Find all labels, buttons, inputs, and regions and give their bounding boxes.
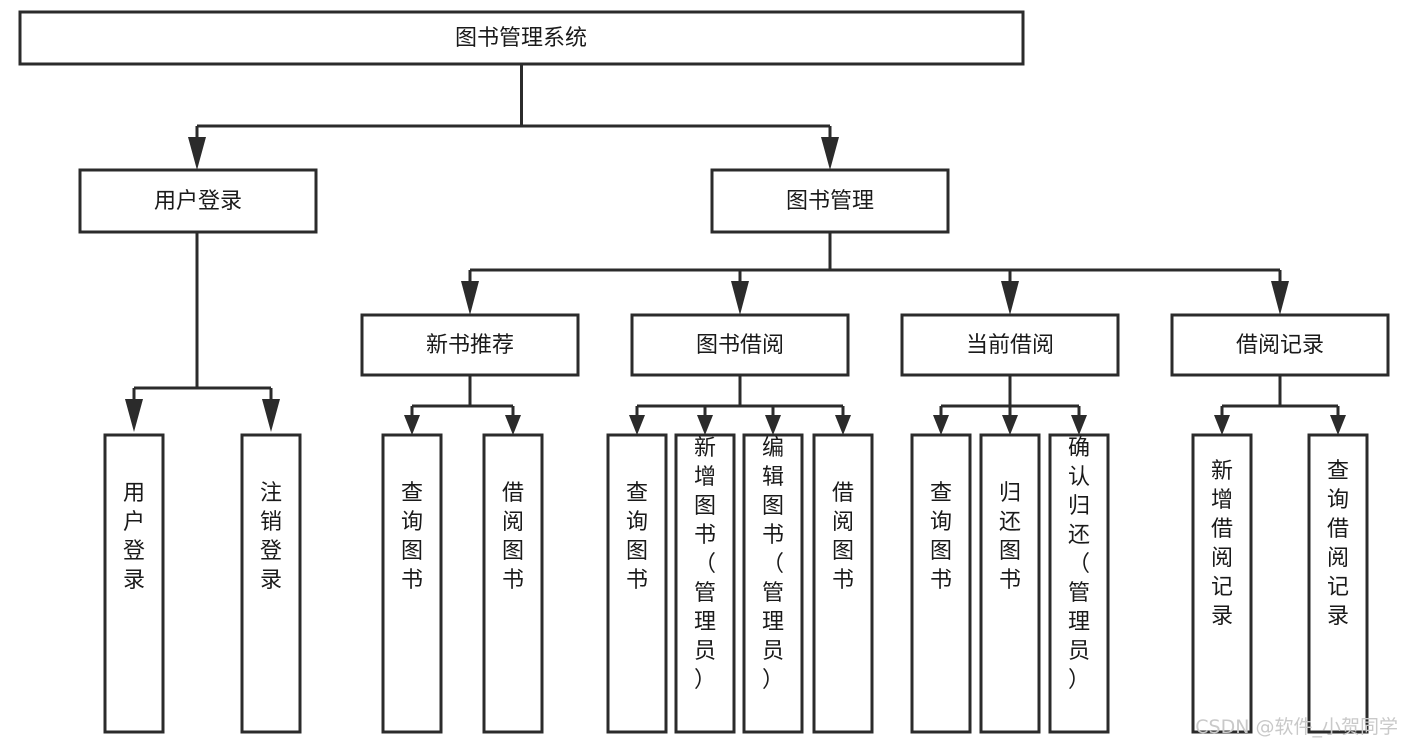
- arrow-head-cb-leaf-3: [1071, 415, 1087, 435]
- node-leaf-nb-query-book-box[interactable]: [381, 433, 443, 734]
- arrow-head-br-leaf-1: [1214, 415, 1230, 435]
- node-leaf-nb-borrow-book-label: 借阅图书: [502, 481, 524, 593]
- node-book-borrow-label: 图书借阅: [696, 333, 784, 358]
- arrow-head-bb-leaf-1: [629, 415, 645, 435]
- node-leaf-cb-return-book[interactable]: 归还图书: [979, 433, 1041, 734]
- node-current-borrow-label: 当前借阅: [966, 333, 1054, 358]
- connector-layer: [125, 64, 1346, 435]
- node-leaf-bb-borrow-book[interactable]: 借阅图书: [812, 433, 874, 734]
- node-leaf-nb-query-book[interactable]: 查询图书: [381, 433, 443, 734]
- arrow-head-bb-leaf-3: [765, 415, 781, 435]
- node-leaf-br-add-record-label: 新增借阅记录: [1211, 459, 1233, 629]
- node-leaf-cb-query-book-label: 查询图书: [930, 481, 952, 593]
- node-current-borrow-box[interactable]: [900, 313, 1120, 377]
- node-leaf-br-add-record-box[interactable]: [1191, 433, 1253, 734]
- node-leaf-nb-query-book-label: 查询图书: [401, 481, 423, 593]
- node-leaf-bb-add-book-label: 新增图书（管理员）: [694, 436, 716, 693]
- node-root-system[interactable]: 图书管理系统: [18, 10, 1025, 66]
- node-leaf-bb-add-book-box[interactable]: [674, 433, 736, 734]
- node-user-login[interactable]: 用户登录: [78, 168, 318, 234]
- node-leaf-nb-borrow-book[interactable]: 借阅图书: [482, 433, 544, 734]
- arrow-head-new-book: [461, 281, 479, 315]
- node-leaf-bb-query-book-label: 查询图书: [626, 481, 648, 593]
- node-leaf-bb-edit-book-label: 编辑图书（管理员）: [762, 436, 784, 693]
- arrow-head-book-borrow: [731, 281, 749, 315]
- arrow-head-cb-leaf-1: [933, 415, 949, 435]
- watermark-label: CSDN @软件_小贺同学: [1195, 716, 1398, 738]
- node-leaf-user-login[interactable]: 用户登录: [103, 433, 165, 734]
- node-user-login-label: 用户登录: [154, 189, 242, 214]
- node-leaf-nb-borrow-book-box[interactable]: [482, 433, 544, 734]
- node-leaf-bb-borrow-book-label: 借阅图书: [832, 481, 854, 593]
- node-leaf-user-login-box[interactable]: [103, 433, 165, 734]
- node-current-borrow[interactable]: 当前借阅: [900, 313, 1120, 377]
- node-leaf-bb-borrow-book-box[interactable]: [812, 433, 874, 734]
- node-leaf-logout-box[interactable]: [240, 433, 302, 734]
- node-leaf-cb-confirm-return[interactable]: 确认归还（管理员）: [1048, 433, 1110, 734]
- node-book-manage[interactable]: 图书管理: [710, 168, 950, 234]
- node-root-label: 图书管理系统: [455, 26, 587, 51]
- node-new-book-recommend-label: 新书推荐: [426, 333, 514, 358]
- arrow-head-cb-leaf-2: [1002, 415, 1018, 435]
- node-leaf-br-query-record-box[interactable]: [1307, 433, 1369, 734]
- node-leaf-br-query-record[interactable]: 查询借阅记录: [1307, 433, 1369, 734]
- node-leaf-cb-return-book-label: 归还图书: [999, 481, 1021, 593]
- node-leaf-br-add-record[interactable]: 新增借阅记录: [1191, 433, 1253, 734]
- node-book-borrow-box[interactable]: [630, 313, 850, 377]
- node-leaf-cb-confirm-return-box[interactable]: [1048, 433, 1110, 734]
- arrow-head-bb-leaf-2: [697, 415, 713, 435]
- node-leaf-logout-label: 注销登录: [260, 481, 282, 593]
- node-leaf-bb-edit-book-box[interactable]: [742, 433, 804, 734]
- node-book-borrow[interactable]: 图书借阅: [630, 313, 850, 377]
- node-book-manage-label: 图书管理: [786, 189, 874, 214]
- node-leaf-cb-query-book[interactable]: 查询图书: [910, 433, 972, 734]
- node-root-box[interactable]: [18, 10, 1025, 66]
- node-leaf-br-query-record-label: 查询借阅记录: [1327, 459, 1349, 629]
- arrow-head-leaf-user-login: [125, 399, 143, 432]
- node-leaf-bb-query-book-box[interactable]: [606, 433, 668, 734]
- arrow-head-book-manage: [821, 137, 839, 170]
- arrow-head-nb-leaf-1: [404, 415, 420, 435]
- arrow-head-br-leaf-2: [1330, 415, 1346, 435]
- arrow-head-user-login: [188, 137, 206, 170]
- node-leaf-bb-edit-book[interactable]: 编辑图书（管理员）: [742, 433, 804, 734]
- node-borrow-record-label: 借阅记录: [1236, 333, 1324, 358]
- node-leaf-logout[interactable]: 注销登录: [240, 433, 302, 734]
- node-leaf-cb-query-book-box[interactable]: [910, 433, 972, 734]
- node-borrow-record[interactable]: 借阅记录: [1170, 313, 1390, 377]
- node-leaf-bb-add-book[interactable]: 新增图书（管理员）: [674, 433, 736, 734]
- arrow-head-bb-leaf-4: [835, 415, 851, 435]
- arrow-head-leaf-logout: [262, 399, 280, 432]
- node-leaf-bb-query-book[interactable]: 查询图书: [606, 433, 668, 734]
- node-new-book-recommend-box[interactable]: [360, 313, 580, 377]
- node-new-book-recommend[interactable]: 新书推荐: [360, 313, 580, 377]
- node-leaf-cb-confirm-return-label: 确认归还（管理员）: [1068, 436, 1090, 693]
- arrow-head-borrow-record: [1271, 281, 1289, 315]
- node-leaf-cb-return-book-box[interactable]: [979, 433, 1041, 734]
- node-borrow-record-box[interactable]: [1170, 313, 1390, 377]
- node-leaf-user-login-label: 用户登录: [123, 481, 145, 593]
- arrow-head-current-borrow: [1001, 281, 1019, 315]
- arrow-head-nb-leaf-2: [505, 415, 521, 435]
- node-book-manage-box[interactable]: [710, 168, 950, 234]
- node-user-login-box[interactable]: [78, 168, 318, 234]
